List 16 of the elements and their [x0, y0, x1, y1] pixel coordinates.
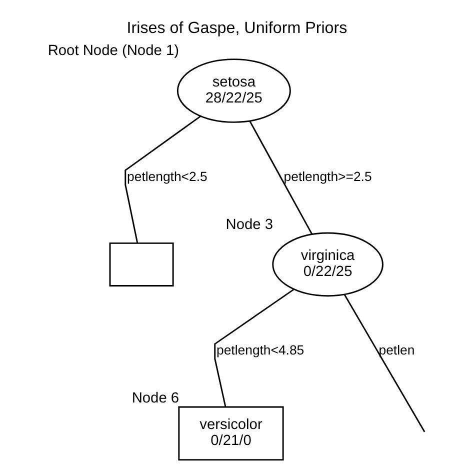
- node-box: [109, 242, 174, 286]
- edge-label: petlen: [378, 342, 415, 358]
- diagram-title: Irises of Gaspe, Uniform Priors: [126, 18, 348, 37]
- connector: [249, 120, 313, 235]
- edge-label: petlength<2.5: [127, 168, 208, 184]
- edge-label: petlength>=2.5: [284, 168, 372, 184]
- connector: [214, 288, 294, 407]
- node-ellipse: virginica 0/22/25: [272, 232, 384, 297]
- node-label: Node 3: [226, 216, 274, 233]
- connector: [344, 294, 426, 432]
- node-label: Root Node (Node 1): [48, 43, 179, 60]
- node-ellipse: setosa 28/22/25: [176, 58, 291, 123]
- node-label: Node 6: [132, 390, 180, 407]
- edge-label: petlength<4.85: [216, 342, 304, 358]
- node-box: versicolor 0/21/0: [178, 406, 284, 461]
- connector: [124, 115, 202, 244]
